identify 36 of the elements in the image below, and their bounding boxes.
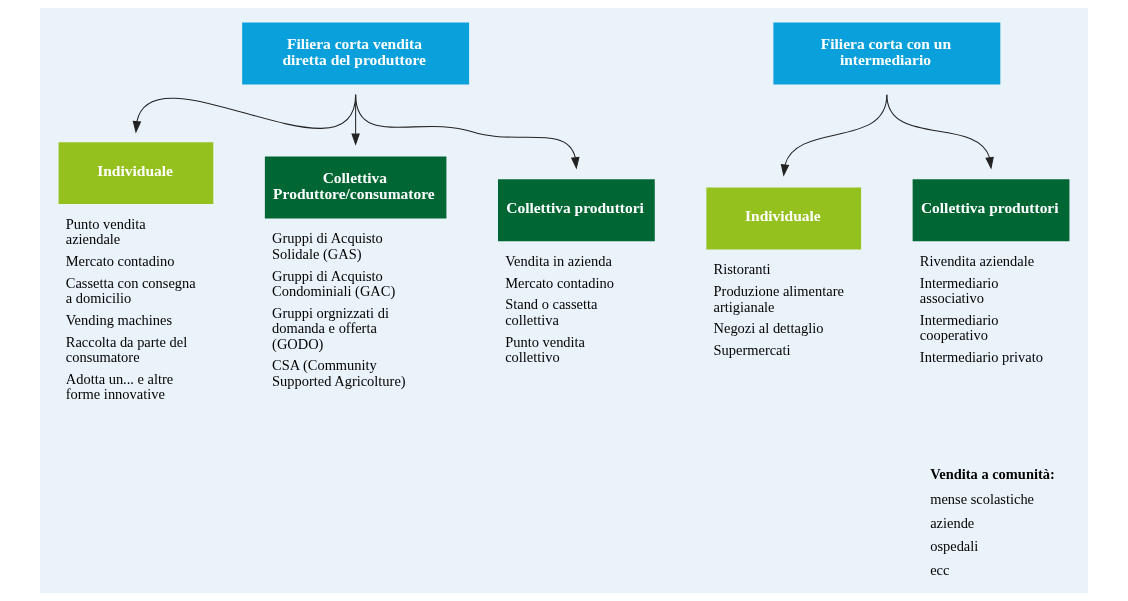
node-box: Collettiva produttori — [498, 179, 655, 242]
label: ecc — [930, 562, 950, 579]
node-label: Mercato contadino — [505, 274, 614, 291]
node-box: Collettiva Produttore/consumatore — [264, 156, 447, 219]
node-label: Gruppi orgnizzati di domanda e offerta (GODO) — [272, 304, 389, 352]
label: aziende — [930, 514, 975, 531]
node-label: Supermercati — [713, 341, 791, 358]
node-label: Produzione alimentare artigianale — [713, 283, 844, 315]
node-box: Individuale — [706, 187, 862, 250]
node-label: Cassetta con consegna a domicilio — [65, 274, 196, 307]
node-box: Collettiva produttori — [912, 179, 1070, 242]
label: ospedali — [930, 538, 979, 555]
node-label: Ristoranti — [713, 261, 771, 278]
label: Vendita a comunità: — [930, 466, 1055, 483]
node-label: Intermediario privato — [919, 349, 1043, 366]
node-label: Intermediario associativo — [919, 274, 999, 307]
node-label: Vending machines — [65, 311, 173, 328]
node-label: Gruppi di Acquisto Solidale (GAS) — [272, 230, 383, 262]
node-label: Raccolta da parte del consumatore — [65, 333, 188, 366]
label: mense scolastiche — [930, 490, 1035, 507]
node-label: Punto vendita collettivo — [505, 333, 586, 366]
node-label: Intermediario cooperativo — [919, 311, 999, 344]
node-label: CSA (Community Supported Agricolture) — [272, 357, 406, 389]
node-label: Stand o cassetta collettiva — [505, 296, 598, 328]
node-label: Negozi al dettaglio — [713, 320, 824, 337]
node-label: Adotta un... e altre forme innovative — [65, 370, 174, 403]
arrow — [355, 94, 580, 170]
node-label: Rivendita aziendale — [919, 253, 1035, 270]
node-label: Vendita in azienda — [505, 253, 612, 270]
node-label: Punto vendita aziendale — [65, 216, 146, 248]
node-label: Gruppi di Acquisto Condominiali (GAC) — [272, 267, 396, 300]
node-box: Filiera corta con un intermediario — [773, 22, 1001, 85]
node-label: Mercato contadino — [65, 253, 175, 270]
node-box: Individuale — [58, 142, 214, 205]
arrow — [886, 94, 994, 170]
node-box: Filiera corta vendita diretta del produttore — [242, 22, 470, 85]
